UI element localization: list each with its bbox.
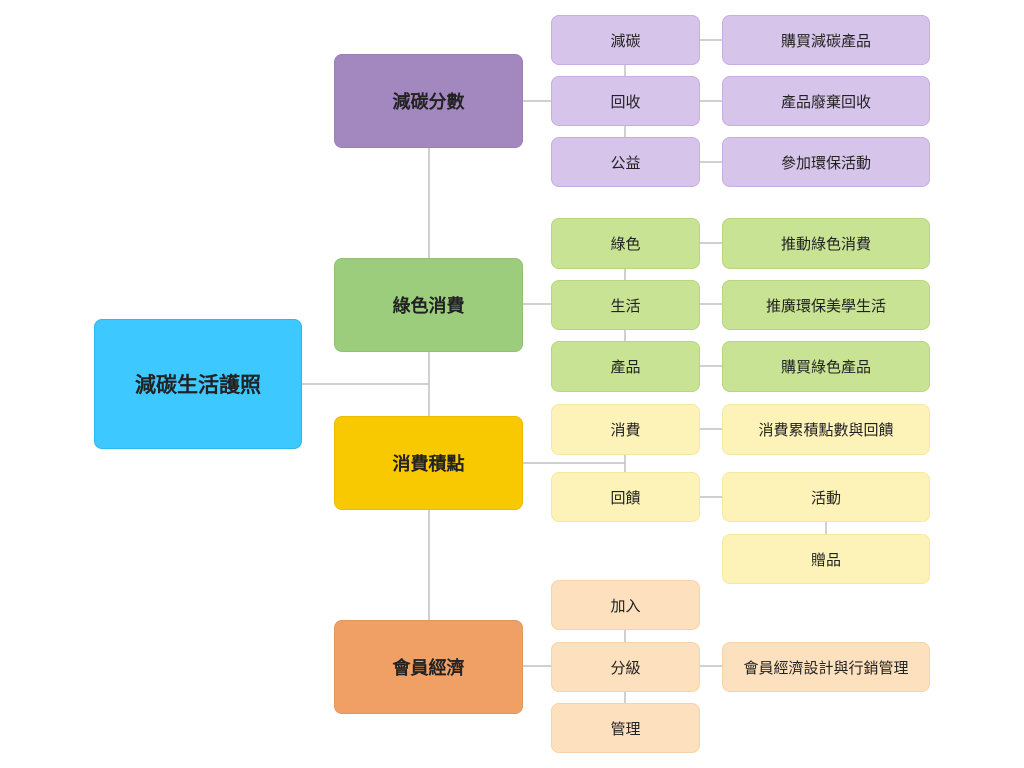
sub-node-tiering: 分級: [551, 642, 700, 692]
detail-node-buy-low-carbon: 購買減碳產品: [722, 15, 930, 65]
detail-node-eco-lifestyle: 推廣環保美學生活: [722, 280, 930, 330]
detail-node-activities: 活動: [722, 472, 930, 522]
root-node: 減碳生活護照: [94, 319, 302, 449]
sub-node-public-welfare: 公益: [551, 137, 700, 187]
sub-node-management: 管理: [551, 703, 700, 753]
detail-node-promote-green: 推動綠色消費: [722, 218, 930, 269]
sub-node-join: 加入: [551, 580, 700, 630]
detail-node-product-recycling: 產品廢棄回收: [722, 76, 930, 126]
category-carbon-score: 減碳分數: [334, 54, 523, 148]
sub-node-recycling: 回收: [551, 76, 700, 126]
sub-node-product: 產品: [551, 341, 700, 392]
category-green-consumption: 綠色消費: [334, 258, 523, 352]
sub-node-carbon-reduction: 減碳: [551, 15, 700, 65]
detail-node-points-feedback: 消費累積點數與回饋: [722, 404, 930, 455]
detail-node-member-economy-design: 會員經濟設計與行銷管理: [722, 642, 930, 692]
sub-node-feedback: 回饋: [551, 472, 700, 522]
detail-node-eco-activities: 參加環保活動: [722, 137, 930, 187]
category-consumption-points: 消費積點: [334, 416, 523, 510]
sub-node-living: 生活: [551, 280, 700, 330]
detail-node-buy-green: 購買綠色產品: [722, 341, 930, 392]
sub-node-green: 綠色: [551, 218, 700, 269]
category-member-economy: 會員經濟: [334, 620, 523, 714]
detail-node-gifts: 贈品: [722, 534, 930, 584]
sub-node-consumption: 消費: [551, 404, 700, 455]
